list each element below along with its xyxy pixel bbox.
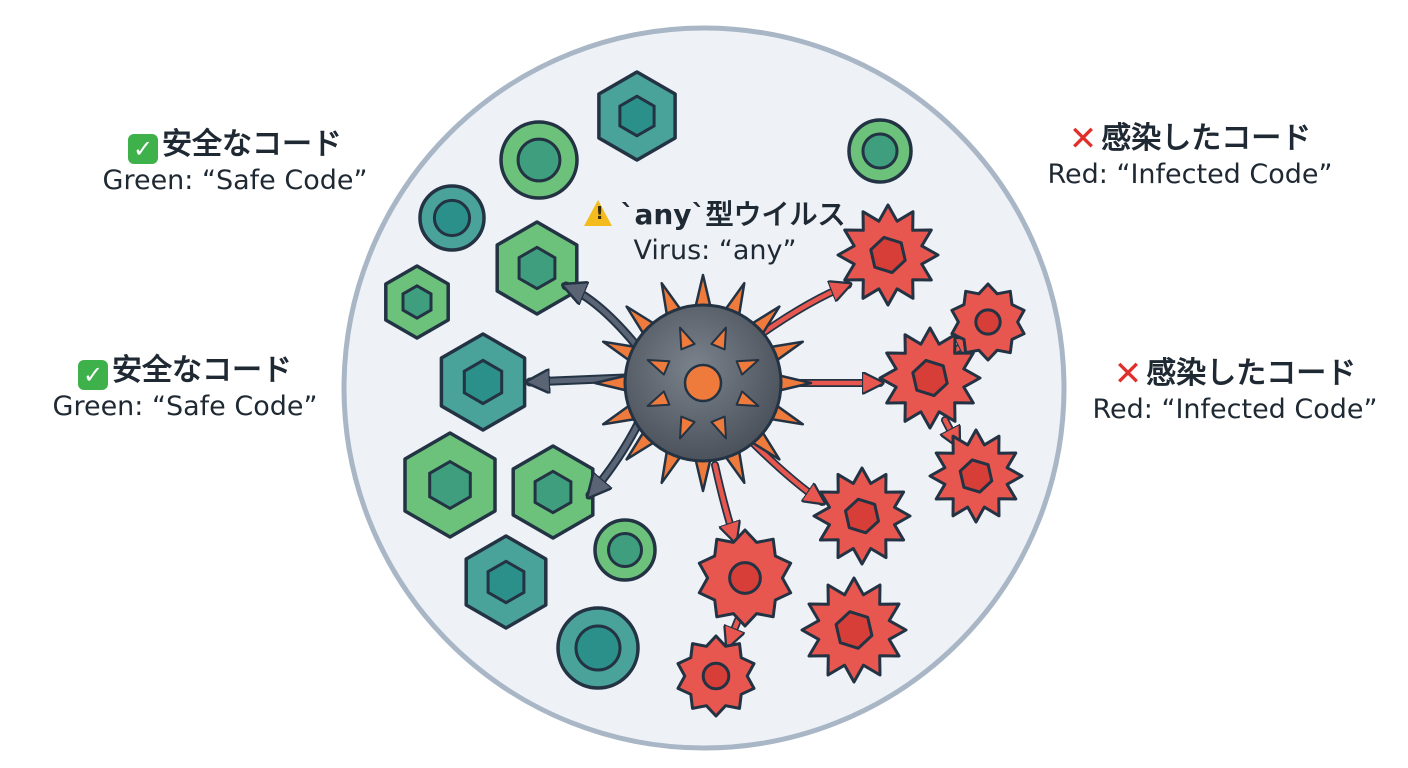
safe-circle-cell bbox=[499, 120, 579, 200]
safe-hexagon-cell bbox=[403, 431, 497, 539]
safe-code-label-en: Green: “Safe Code” bbox=[102, 165, 368, 196]
infection-arrow bbox=[566, 286, 643, 353]
infection-arrow bbox=[712, 462, 735, 540]
safe-hexagon-cell bbox=[464, 534, 548, 630]
infected-cell bbox=[836, 203, 940, 307]
infection-arrow bbox=[590, 417, 643, 495]
infected-code-label-mid: ✕感染したコード Red: “Infected Code” bbox=[1070, 355, 1400, 427]
infected-code-label-en: Red: “Infected Code” bbox=[1047, 159, 1333, 190]
safe-code-label-mid: ✓安全なコード Green: “Safe Code” bbox=[35, 352, 335, 424]
virus-label: `any`型ウイルス Virus: “any” bbox=[565, 196, 865, 268]
infected-cell bbox=[812, 466, 912, 566]
infection-arrow bbox=[747, 437, 822, 502]
infected-cell bbox=[676, 634, 756, 718]
red-x-icon: ✕ bbox=[1068, 119, 1098, 159]
safe-code-cells bbox=[384, 70, 913, 690]
safe-circle-cell bbox=[556, 606, 640, 690]
infected-cell bbox=[928, 428, 1024, 524]
any-virus bbox=[593, 273, 813, 493]
safe-code-label-en: Green: “Safe Code” bbox=[52, 391, 318, 422]
infected-cell bbox=[950, 282, 1026, 362]
safe-hexagon-cell bbox=[495, 220, 579, 316]
virus-label-jp: `any`型ウイルス bbox=[620, 198, 846, 231]
safe-circle-cell bbox=[418, 184, 486, 252]
infection-arrow bbox=[728, 617, 738, 645]
safe-hexagon-cell bbox=[439, 332, 527, 432]
safe-circle-cell bbox=[847, 118, 913, 184]
virus-label-en: Virus: “any” bbox=[633, 235, 797, 266]
infected-code-label-top: ✕感染したコード Red: “Infected Code” bbox=[1025, 120, 1355, 192]
safe-code-label-jp: 安全なコード bbox=[112, 353, 292, 388]
infection-arrow bbox=[757, 285, 848, 338]
infected-cell bbox=[800, 576, 908, 684]
safe-hexagon-cell bbox=[384, 264, 450, 340]
check-badge-icon: ✓ bbox=[128, 134, 158, 164]
safe-circle-cell bbox=[593, 518, 657, 582]
virus-core bbox=[683, 363, 723, 403]
red-x-icon: ✕ bbox=[1113, 354, 1143, 394]
infected-code-label-jp: 感染したコード bbox=[1101, 121, 1312, 156]
safe-code-label-jp: 安全なコード bbox=[162, 127, 342, 162]
infected-cell bbox=[697, 528, 793, 628]
infected-code-label-en: Red: “Infected Code” bbox=[1092, 394, 1378, 425]
infected-cell bbox=[878, 326, 982, 430]
infected-code-label-jp: 感染したコード bbox=[1146, 356, 1357, 391]
warning-triangle-icon bbox=[584, 200, 613, 226]
infected-code-cells bbox=[676, 203, 1026, 718]
check-badge-icon: ✓ bbox=[78, 360, 108, 390]
safe-code-label-top: ✓安全なコード Green: “Safe Code” bbox=[85, 126, 385, 198]
safe-hexagon-cell bbox=[511, 444, 595, 540]
safe-hexagon-cell bbox=[597, 70, 677, 162]
